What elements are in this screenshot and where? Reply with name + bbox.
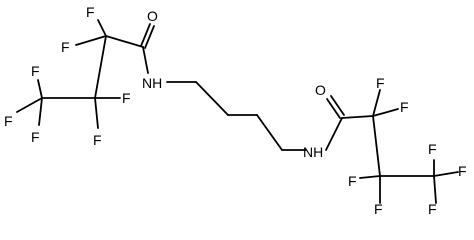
bond-chain-3-4 [256,114,283,151]
atom-label-f-left-cf3-bottom: F [31,129,40,145]
atom-label-f-left-beta-right: F [122,90,131,106]
atom-label-o-right: O [315,82,326,98]
bond-right-cf3-f-bottom [433,175,437,204]
atom-label-group: O F F NH F F F F F NH O F F F F F F F [4,4,467,215]
atom-label-nh-left: NH [142,75,162,91]
bond-left-alpha-f-left [75,35,107,46]
atom-label-f-right-cf3-right: F [458,163,467,179]
atom-label-f-right-alpha-right: F [400,99,409,115]
bond-right-carbonyl-double-b [330,95,345,116]
atom-label-f-left-cf3-top: F [31,63,40,79]
bond-right-carbonyl-double-a [326,98,341,119]
atom-label-f-right-cf3-top: F [428,141,437,157]
bond-right-beta-f-left [359,175,381,179]
bond-left-cf3-f-bottom [38,97,43,126]
bond-chain-1-2 [195,81,229,116]
bond-left-carbonyl-nh [142,46,149,74]
bond-left-carbonyl-double-b [144,25,155,49]
bond-right-alpha-beta [372,115,381,177]
atom-label-f-right-beta-bottom: F [374,201,383,215]
atom-label-f-left-beta-bottom: F [93,132,102,148]
bond-left-carbonyl-double-a [140,23,151,47]
bond-right-alpha-f-right [372,108,399,117]
bond-right-cf3-f-right [433,171,459,177]
bond-right-alpha-f-top [372,89,381,117]
atom-label-f-left-cf3-left: F [4,113,13,129]
atom-label-f-left-alpha-left: F [61,39,70,55]
atom-label-o-left: O [147,8,158,24]
bond-right-nh-carbonyl [325,117,343,151]
bond-left-alpha-beta [94,35,107,99]
molecule-structure-diagram: O F F NH F F F F F NH O F F F F F F F [4,4,467,215]
atom-label-f-right-alpha-top: F [376,75,385,91]
bond-right-carbonyl-alpha [341,115,374,119]
bond-left-beta-f-bottom [94,97,99,129]
atom-label-f-left-alpha-top: F [86,4,95,20]
bond-left-alpha-carbonyl [105,35,144,48]
bond-left-cf3-f-left [16,97,43,113]
atom-label-nh-right: NH [303,144,323,160]
atom-label-f-right-beta-left: F [348,173,357,189]
atom-label-f-right-cf3-bottom: F [428,201,437,215]
bond-group [16,19,459,204]
bond-left-alpha-f-top [97,19,107,37]
bond-left-cf3-f-top [37,79,43,99]
